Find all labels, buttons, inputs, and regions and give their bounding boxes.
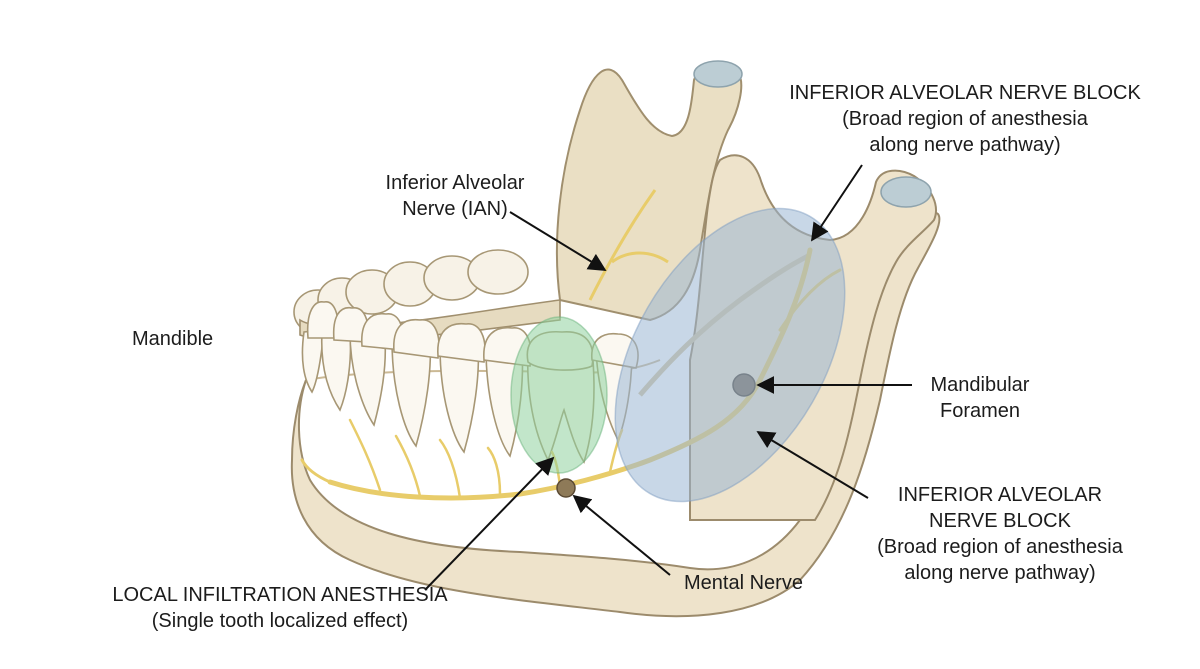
label-local-infiltration: LOCAL INFILTRATION ANESTHESIA (Single to… — [80, 582, 480, 634]
arrow-ianb-top — [811, 164, 863, 242]
mental-nerve-text: Mental Nerve — [684, 572, 803, 594]
foramen-line2: Foramen — [939, 400, 1021, 422]
ianb-top-line2: (Broad region of anesthesia — [842, 108, 1088, 130]
arrow-local-infiltration — [424, 456, 555, 591]
ian-line1: Inferior Alveolar — [385, 172, 525, 194]
ianb-top-line1: INFERIOR ALVEOLAR NERVE BLOCK — [789, 82, 1141, 104]
arrow-ianb-right — [756, 431, 869, 499]
foramen-line1: Mandibular — [930, 374, 1030, 396]
far-condyle-cartilage — [693, 60, 743, 88]
ianb-right-line3: (Broad region of anesthesia — [877, 536, 1123, 558]
infiltration-zone — [510, 316, 608, 474]
near-condyle-cartilage — [880, 176, 932, 208]
label-mental-nerve: Mental Nerve — [684, 570, 803, 596]
leader-arrows — [424, 164, 912, 591]
ianb-right-line4: along nerve pathway) — [904, 562, 1096, 584]
mental-foramen — [556, 478, 576, 498]
local-line2: (Single tooth localized effect) — [151, 610, 409, 632]
ianb-right-line2: NERVE BLOCK — [929, 510, 1071, 532]
arrow-ian — [509, 211, 607, 271]
local-line1: LOCAL INFILTRATION ANESTHESIA — [112, 584, 448, 606]
ianb-top-line3: along nerve pathway) — [869, 134, 1061, 156]
label-mandibular-foramen: Mandibular Foramen — [905, 372, 1055, 424]
nerve-block-zone — [614, 207, 846, 503]
label-mandible: Mandible — [132, 326, 213, 352]
label-ianb-top: INFERIOR ALVEOLAR NERVE BLOCK (Broad reg… — [760, 80, 1170, 158]
label-ianb-right: INFERIOR ALVEOLAR NERVE BLOCK (Broad reg… — [845, 482, 1155, 586]
arrow-mental-nerve — [572, 494, 671, 576]
ian-line2: Nerve (IAN) — [402, 198, 508, 220]
far-ian-branch — [588, 189, 669, 301]
ianb-right-line1: INFERIOR ALVEOLAR — [897, 484, 1103, 506]
label-ian: Inferior Alveolar Nerve (IAN) — [355, 170, 555, 222]
mandible-text: Mandible — [132, 328, 214, 350]
